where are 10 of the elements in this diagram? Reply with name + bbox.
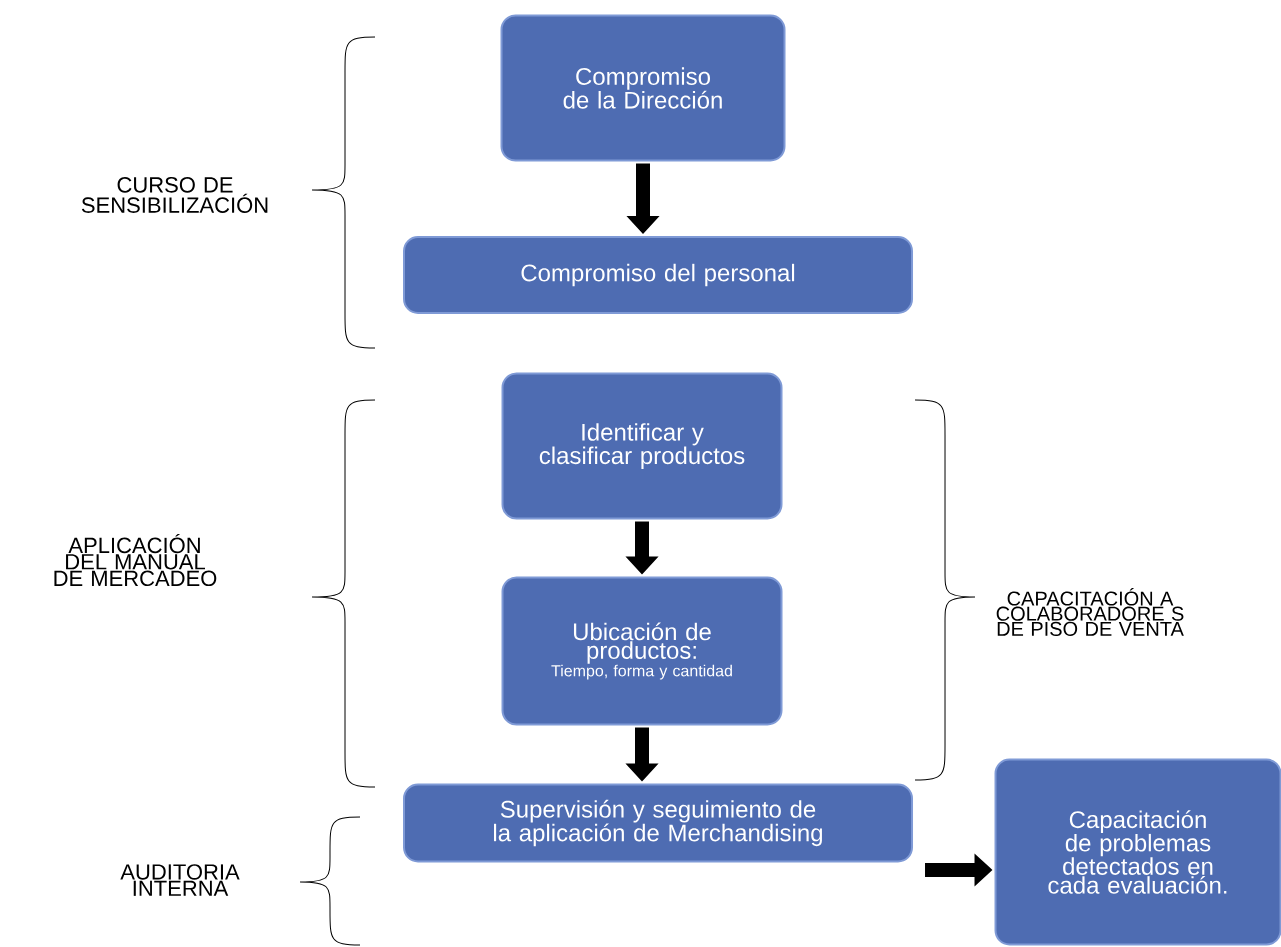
process-box: Capacitación de problemas detectados en cada evaluación. — [994, 758, 1281, 946]
process-box: Ubicación de productos: Tiempo, forma y cantidad — [501, 576, 783, 726]
section-label: APLICACIÓN DEL MANUAL DE MERCADEO — [54, 533, 217, 587]
section-label: AUDITORIA INTERNA — [120, 864, 240, 896]
section-label: CAPACITACIÓN A COLABORADORE S DE PISO DE VENTA — [996, 588, 1184, 636]
process-box: Identificar y clasificar productos — [501, 372, 783, 520]
process-box: Compromiso del personal — [403, 236, 913, 314]
section-label: CURSO DE SENSIBILIZACIÓN — [81, 177, 268, 213]
process-box: Compromiso de la Dirección — [500, 14, 786, 162]
process-box: Supervisión y seguimiento de la aplicación de Merchandising — [403, 783, 913, 863]
